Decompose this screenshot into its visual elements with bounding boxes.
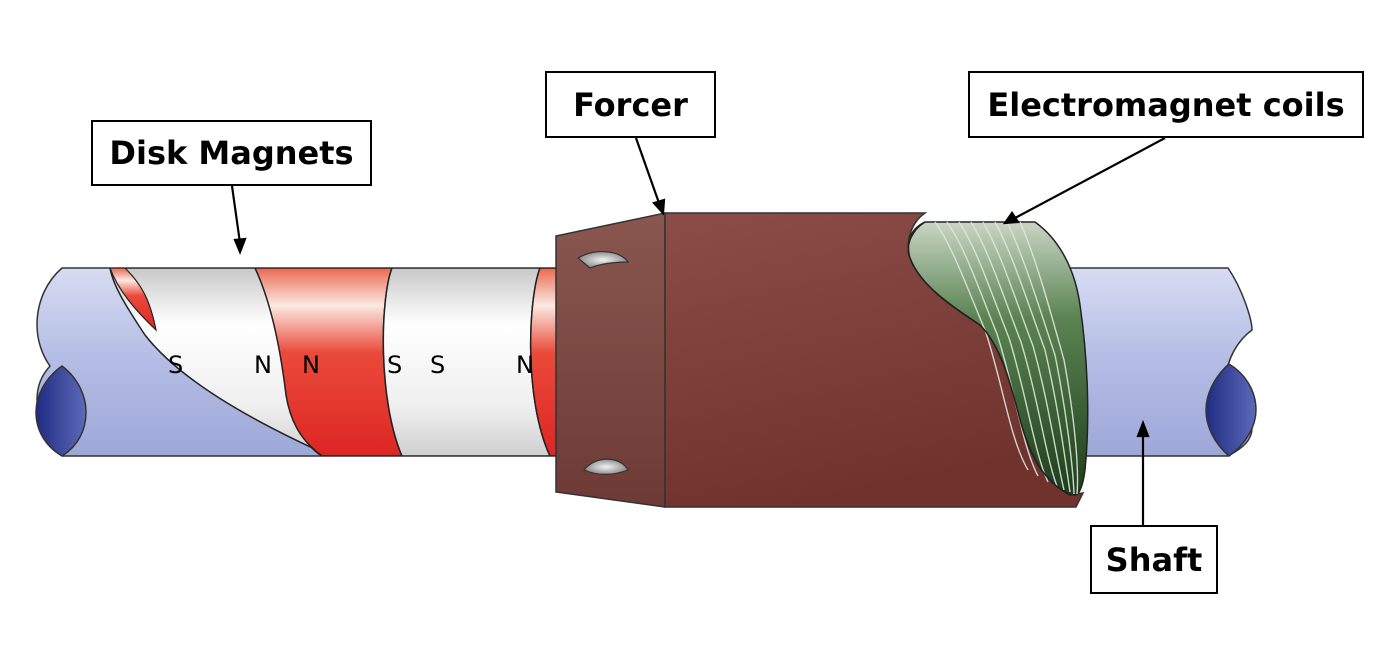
pointer-forcer xyxy=(634,137,661,204)
arrowhead xyxy=(652,198,666,216)
label-text: Disk Magnets xyxy=(109,134,354,172)
pole-label: N xyxy=(254,351,272,379)
label-electromagnet-coils: Electromagnet coils xyxy=(968,71,1364,138)
arrowhead xyxy=(1136,419,1150,438)
pointer-disk-magnets xyxy=(230,185,242,244)
pole-label: N xyxy=(516,351,534,379)
label-disk-magnets: Disk Magnets xyxy=(91,120,372,186)
label-text: Electromagnet coils xyxy=(987,85,1345,124)
pole-label: S xyxy=(168,351,183,379)
pointer-arrows xyxy=(230,137,1166,525)
forcer xyxy=(555,212,1085,508)
pole-label: N xyxy=(302,351,320,379)
electromagnet-coils xyxy=(907,221,1089,496)
arrowhead xyxy=(1002,211,1020,225)
pole-label: S xyxy=(430,351,445,379)
arrowhead xyxy=(233,237,247,255)
label-text: Forcer xyxy=(573,85,688,124)
label-forcer: Forcer xyxy=(545,71,716,138)
shaft-right xyxy=(1059,267,1257,457)
label-shaft: Shaft xyxy=(1090,525,1218,594)
label-text: Shaft xyxy=(1105,540,1203,579)
pointer-coils xyxy=(1014,137,1166,219)
pole-label: S xyxy=(387,351,402,379)
